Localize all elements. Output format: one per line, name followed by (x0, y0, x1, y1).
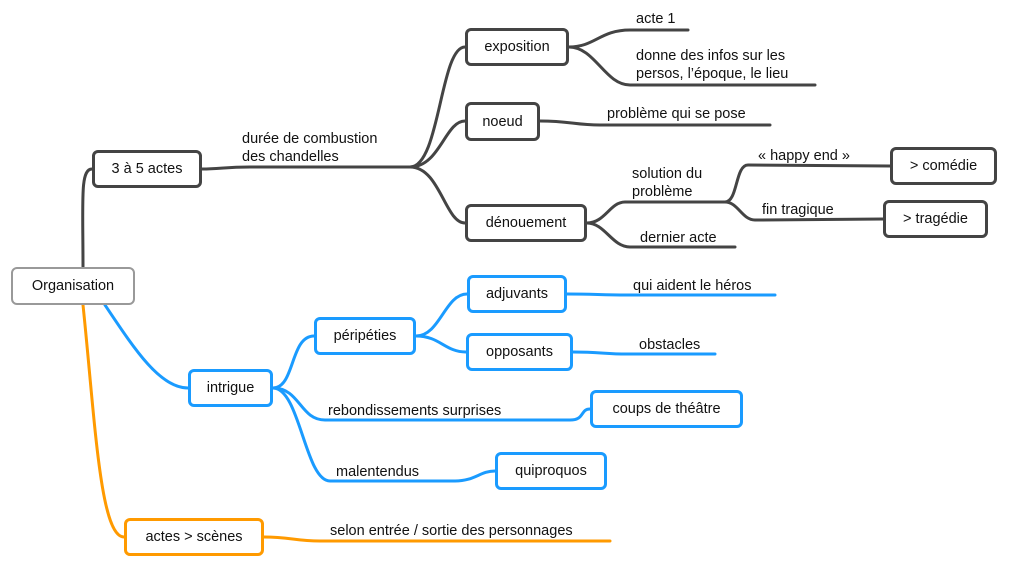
label-rebondissements-surprises[interactable]: rebondissements surprises (328, 403, 502, 419)
label-happy-end[interactable]: « happy end » (758, 148, 850, 164)
edge-label-line: durée de combustion (242, 131, 378, 147)
node-label: opposants (486, 344, 553, 360)
label-solution-du-probleme[interactable]: solution du problème (632, 165, 702, 201)
node-coups-de-theatre[interactable]: coups de théâtre (590, 390, 743, 428)
orange-branch-lines (81, 303, 612, 543)
node-exposition[interactable]: exposition (465, 28, 569, 66)
label-line: donne des infos sur les (636, 48, 786, 64)
node-label: péripéties (333, 328, 397, 344)
node-label: > comédie (909, 158, 978, 174)
label-line: persos, l’époque, le lieu (636, 66, 789, 82)
node-denouement[interactable]: dénouement (465, 204, 587, 242)
node-quiproquos[interactable]: quiproquos (495, 452, 607, 490)
node-comedie[interactable]: > comédie (890, 147, 997, 185)
node-intrigue[interactable]: intrigue (188, 369, 273, 407)
node-label: exposition (484, 39, 550, 55)
node-peripeties[interactable]: péripéties (314, 317, 416, 355)
node-adjuvants[interactable]: adjuvants (467, 275, 567, 313)
root-node-organisation[interactable]: Organisation (11, 267, 135, 305)
label-acte-1[interactable]: acte 1 (636, 11, 676, 27)
node-label: noeud (482, 113, 523, 130)
label-qui-aident-le-heros[interactable]: qui aident le héros (633, 278, 752, 294)
label-line: solution du (632, 166, 703, 182)
node-label: coups de théâtre (612, 401, 721, 417)
node-label: adjuvants (485, 286, 549, 302)
node-label: actes > scènes (145, 529, 243, 545)
node-actes-scenes[interactable]: actes > scènes (124, 518, 264, 556)
edge-label-line: des chandelles (242, 149, 339, 165)
label-malentendus[interactable]: malentendus (336, 464, 420, 480)
dark-branch-lines (81, 28, 892, 269)
node-3-a-5-actes[interactable]: 3 à 5 actes (92, 150, 202, 188)
label-donne-des-infos[interactable]: donne des infos sur les persos, l’époque,… (636, 47, 788, 83)
label-selon-entree-sortie[interactable]: selon entrée / sortie des personnages (330, 523, 573, 539)
edge-label-duree: durée de combustion des chandelles (242, 130, 377, 166)
node-label: Organisation (31, 278, 115, 294)
node-label: > tragédie (903, 211, 968, 227)
node-label: 3 à 5 actes (111, 161, 183, 177)
label-line: problème (632, 184, 693, 200)
label-probleme-qui-se-pose[interactable]: problème qui se pose (607, 106, 746, 122)
blue-branch-lines (103, 292, 777, 483)
label-obstacles[interactable]: obstacles (639, 337, 701, 353)
node-tragedie[interactable]: > tragédie (883, 200, 988, 238)
node-label: dénouement (485, 215, 567, 231)
label-fin-tragique[interactable]: fin tragique (762, 202, 834, 218)
node-opposants[interactable]: opposants (466, 333, 573, 371)
node-label: quiproquos (515, 463, 587, 479)
node-label: intrigue (206, 380, 255, 396)
node-noeud[interactable]: noeud (465, 102, 540, 141)
label-dernier-acte[interactable]: dernier acte (640, 230, 717, 246)
